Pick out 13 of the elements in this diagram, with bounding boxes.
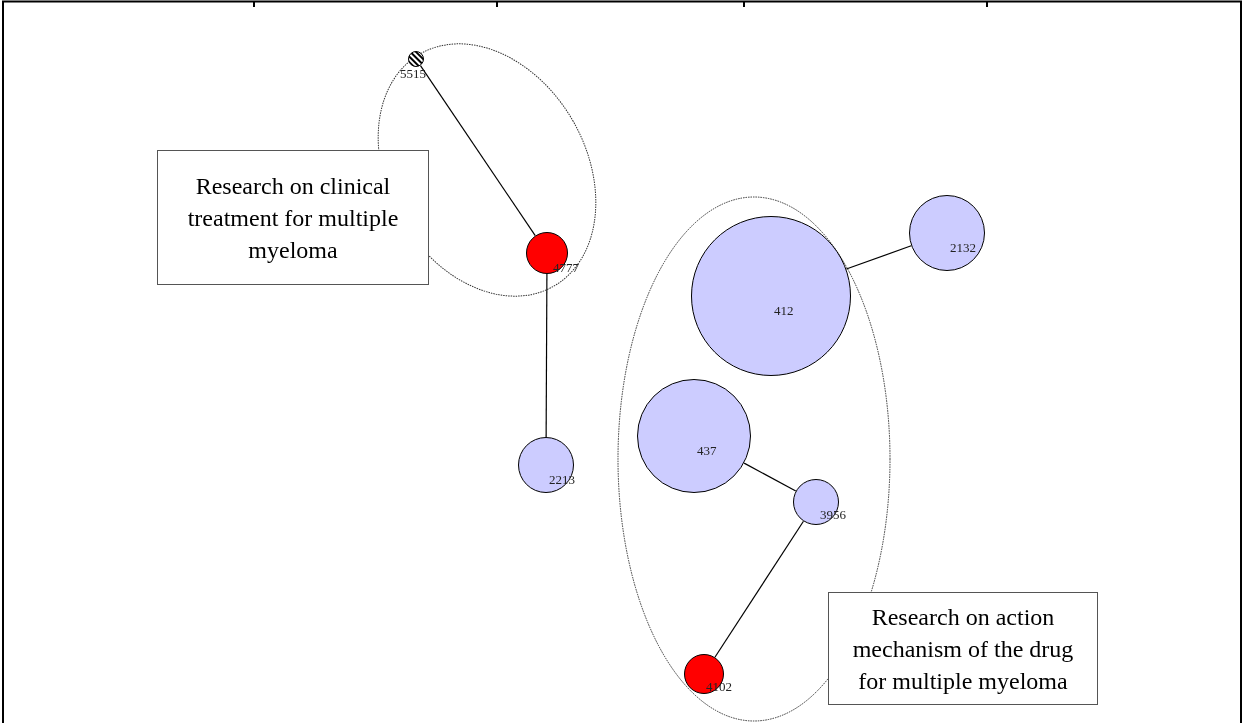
connector-line <box>743 462 797 492</box>
callout-box <box>828 592 1098 705</box>
connector-line <box>845 245 912 270</box>
node-number: 437 <box>697 444 717 457</box>
node-number: 2132 <box>950 241 976 254</box>
callout-text: Research on action mechanism of the drug for multiple myeloma <box>851 602 1075 696</box>
connector-line <box>419 65 536 237</box>
callout-text: Research on clinical treatment for multiple myeloma <box>186 171 400 265</box>
node-number: 412 <box>774 304 794 317</box>
callout-box <box>157 150 429 285</box>
connector-line <box>714 520 805 658</box>
node-number: 5515 <box>400 67 426 80</box>
connector-line <box>545 273 548 438</box>
